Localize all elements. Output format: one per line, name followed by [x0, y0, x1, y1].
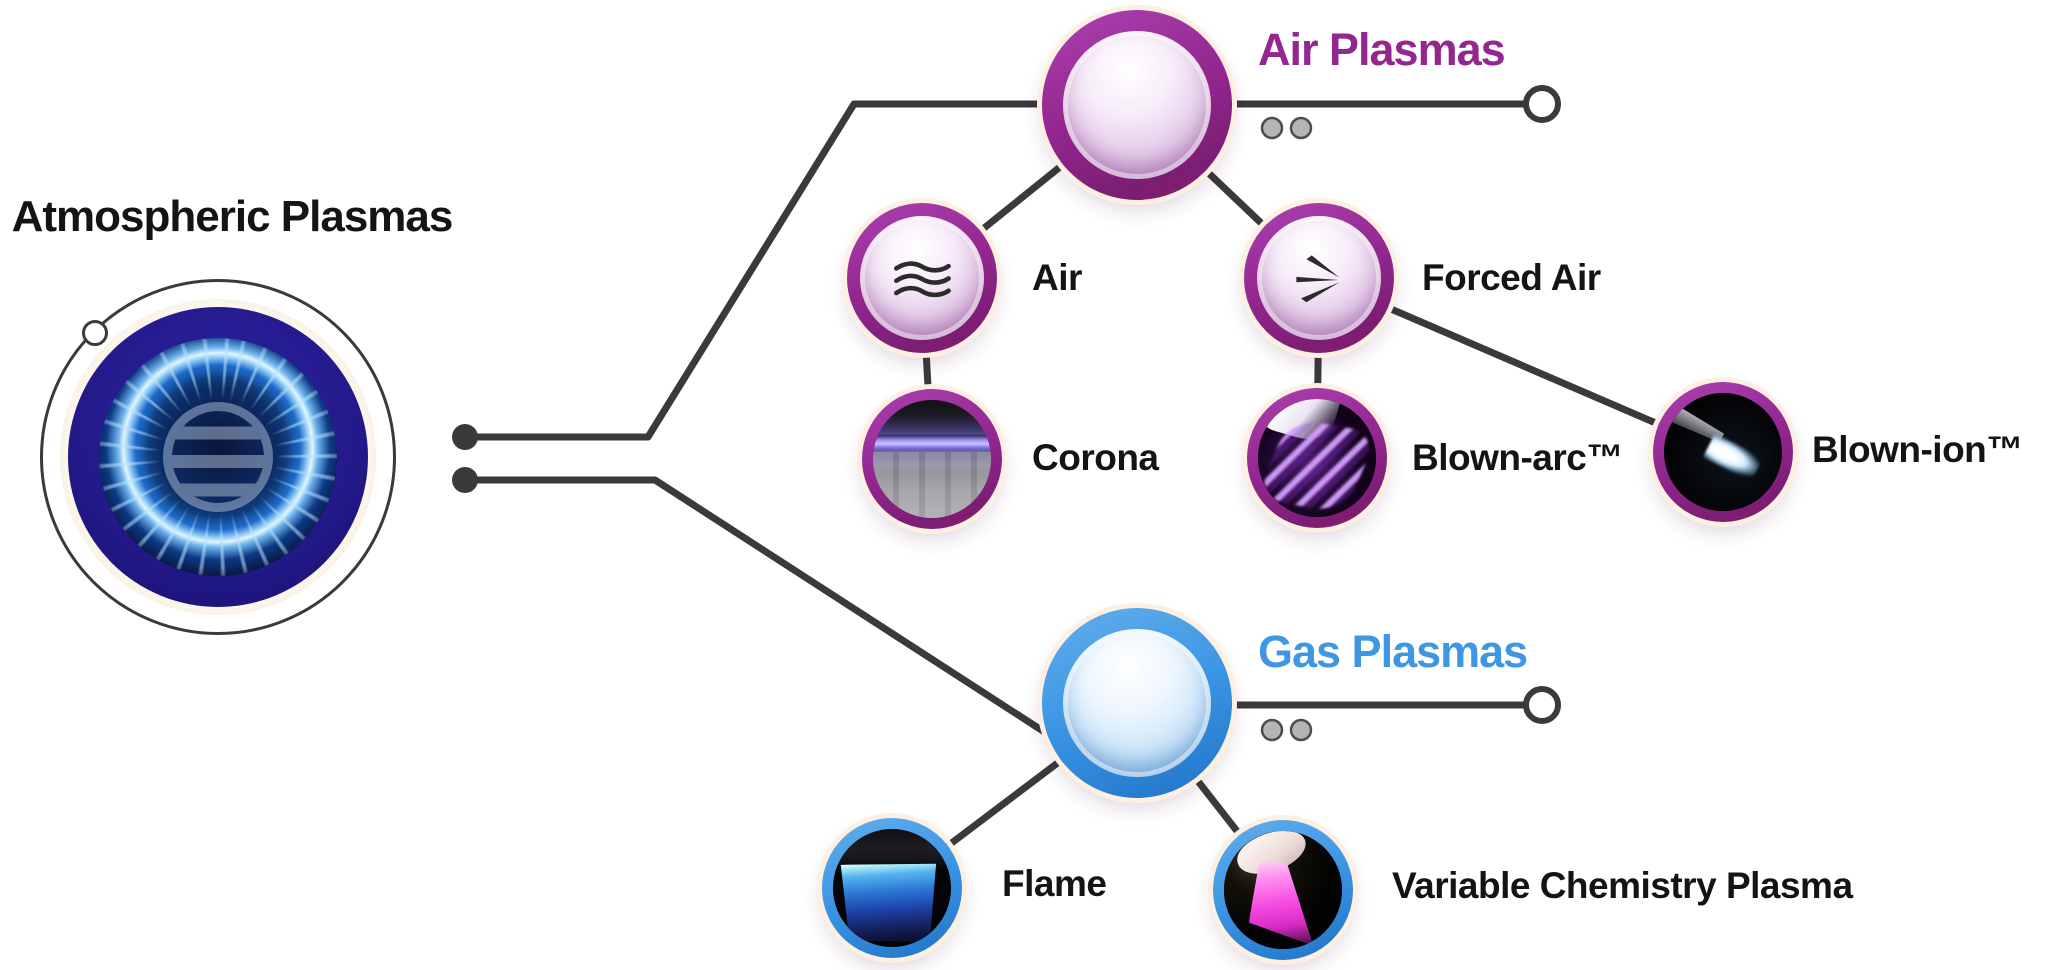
flame-photo	[833, 829, 951, 947]
gas-plasmas-terminator-ring	[1523, 686, 1561, 724]
forced-air-streams-icon	[1295, 254, 1339, 302]
gas-plasmas-node[interactable]	[1042, 608, 1232, 798]
air-node-face	[860, 216, 984, 340]
wire-root-to-gas-plasmas	[461, 476, 1084, 759]
air-plasmas-node-face	[1063, 31, 1211, 179]
vcp-label: Variable Chemistry Plasma	[1392, 865, 1853, 906]
root-node[interactable]	[99, 338, 337, 576]
wire-root-to-air-plasmas	[461, 100, 1141, 441]
gas-plasmas-step-dot-2	[1289, 718, 1313, 742]
air-plasmas-step-dot-1	[1260, 116, 1284, 140]
root-orbit-circle	[40, 279, 396, 635]
air-label: Air	[1032, 257, 1082, 298]
air-plasmas-title: Air Plasmas	[1258, 24, 1506, 75]
root-connector-dot-top	[452, 424, 478, 450]
blown-arc-node[interactable]	[1247, 388, 1387, 528]
gas-plasmas-node-face	[1063, 629, 1211, 777]
blown-arc-label: Blown-arc™	[1412, 437, 1623, 478]
corona-glow-band	[873, 435, 991, 451]
flame-node[interactable]	[822, 818, 962, 958]
forced-air-label: Forced Air	[1422, 257, 1601, 298]
air-waves-icon	[893, 260, 951, 297]
blown-arc-photo	[1258, 399, 1376, 517]
root-title: Atmospheric Plasmas	[11, 192, 454, 241]
forced-air-node-face	[1257, 216, 1381, 340]
blown-arc-streaks	[1258, 417, 1376, 513]
air-plasmas-step-dot-2	[1289, 116, 1313, 140]
corona-label: Corona	[1032, 437, 1159, 478]
plasma-logo-icon	[163, 402, 273, 512]
air-plasmas-terminator-ring	[1523, 85, 1561, 123]
blown-ion-label: Blown-ion™	[1812, 429, 2023, 470]
vcp-pink-plasma	[1247, 859, 1319, 948]
gas-plasmas-title: Gas Plasmas	[1258, 626, 1528, 677]
blue-flame-shape	[838, 861, 942, 945]
flame-label: Flame	[1002, 863, 1107, 904]
gas-plasmas-step-dot-1	[1260, 718, 1284, 742]
corona-treater-columns	[873, 451, 991, 518]
air-node[interactable]	[847, 203, 997, 353]
root-satellite-dot	[82, 320, 108, 346]
air-plasmas-node[interactable]	[1042, 10, 1232, 200]
corona-photo	[873, 400, 991, 518]
root-connector-dot-bottom	[452, 467, 478, 493]
forced-air-node[interactable]	[1244, 203, 1394, 353]
blown-ion-node[interactable]	[1653, 382, 1793, 522]
blown-ion-photo	[1664, 393, 1782, 511]
vcp-photo	[1224, 831, 1342, 949]
blown-ion-flame	[1703, 432, 1764, 482]
vcp-node[interactable]	[1213, 820, 1353, 960]
corona-node[interactable]	[862, 389, 1002, 529]
